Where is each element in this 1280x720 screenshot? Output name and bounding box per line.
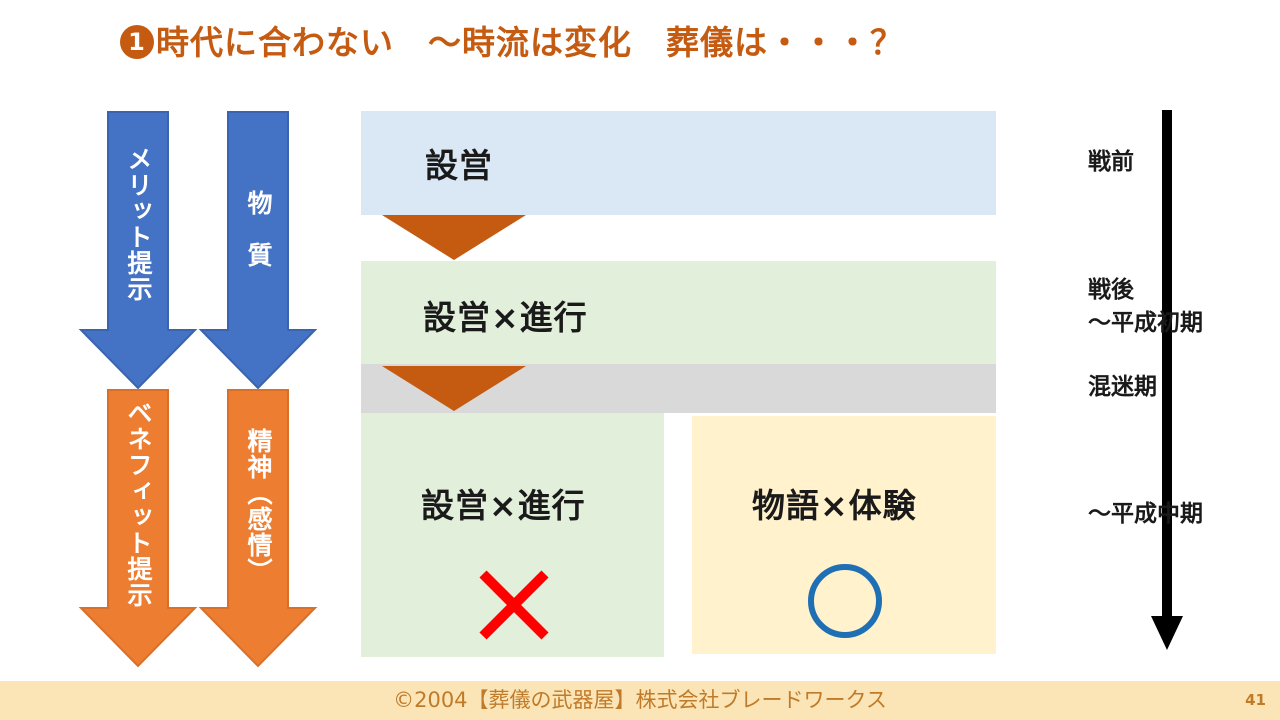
era-early-heisei: ～平成初期: [1088, 310, 1203, 336]
page-number: 41: [1245, 691, 1266, 709]
spirit-arrow: 精神（感情）: [198, 388, 318, 668]
title-text: 時代に合わない ～時流は変化 葬儀は・・・？: [156, 23, 904, 62]
blue-down-arrow-icon: [198, 111, 318, 390]
down-triangle-icon: [382, 366, 526, 411]
circle-icon: [808, 564, 882, 638]
era-pre-war: 戦前: [1088, 149, 1134, 175]
cross-icon: [479, 570, 549, 640]
pre-war-box-label: 設営: [425, 146, 493, 185]
orange-down-arrow-icon: [198, 389, 318, 668]
post-war-box: 設営×進行: [361, 261, 996, 364]
mid-heisei-left-label: 設営×進行: [421, 486, 586, 525]
merit-label: メリット提示: [124, 146, 153, 302]
mid-heisei-right-box: 物語×体験: [692, 416, 996, 654]
spirit-label: 精神（感情）: [244, 428, 273, 584]
pre-war-box: 設営: [361, 111, 996, 215]
down-triangle-icon: [382, 215, 526, 260]
era-post-war: 戦後: [1088, 277, 1134, 303]
benefit-arrow: ベネフィット提示: [78, 388, 198, 668]
mid-heisei-right-label: 物語×体験: [752, 486, 917, 525]
blue-down-arrow-icon: [78, 111, 198, 390]
era-stagnant: 混迷期: [1088, 374, 1157, 400]
material-label: 物 質: [244, 190, 273, 268]
benefit-label: ベネフィット提示: [124, 400, 153, 608]
era-mid-heisei: ～平成中期: [1088, 501, 1203, 527]
footer-copyright: ©2004【葬儀の武器屋】株式会社ブレードワークス: [393, 688, 887, 712]
merit-arrow: メリット提示: [78, 110, 198, 390]
footer-bar: ©2004【葬儀の武器屋】株式会社ブレードワークス 41: [0, 681, 1280, 720]
material-arrow: 物 質: [198, 110, 318, 390]
mid-heisei-left-box: 設営×進行: [361, 413, 664, 657]
orange-down-arrow-icon: [78, 389, 198, 668]
timeline-arrow-icon: [1151, 110, 1183, 650]
title-number-badge: 1: [120, 25, 154, 59]
post-war-box-label: 設営×進行: [423, 298, 588, 337]
